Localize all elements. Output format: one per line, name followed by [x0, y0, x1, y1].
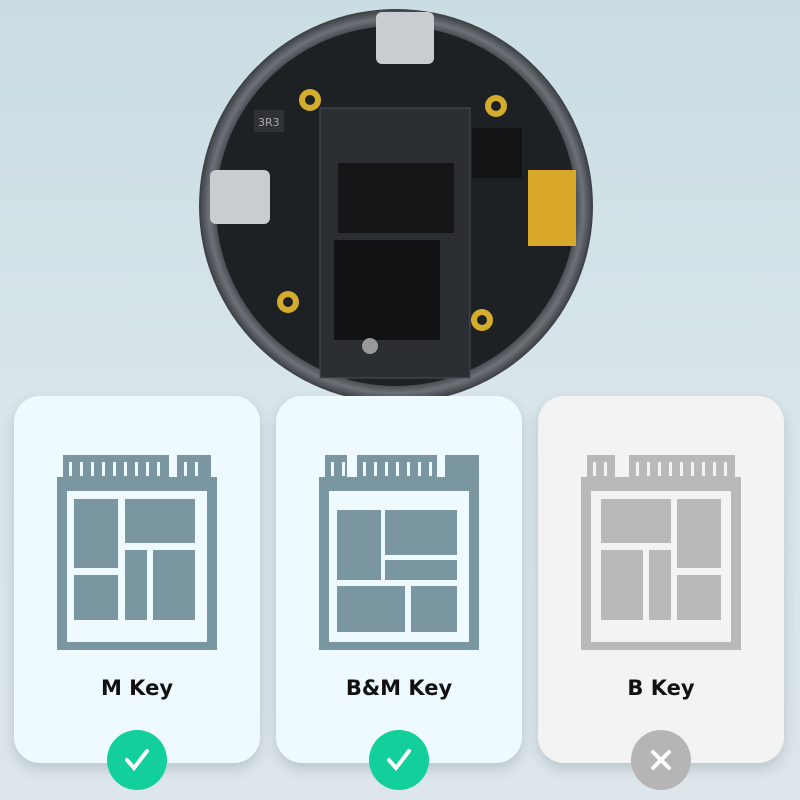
card-label: B Key — [627, 676, 695, 700]
bm-key-ssd-icon — [319, 455, 479, 650]
card-label: B&M Key — [345, 676, 453, 700]
check-icon — [107, 730, 167, 790]
card-b-key: B Key — [538, 396, 784, 790]
b-key-ssd-icon — [581, 455, 741, 650]
m-key-ssd-icon — [57, 455, 217, 650]
card-bm-key: B&M Key — [276, 396, 522, 790]
card-m-key: M Key — [14, 396, 260, 790]
ssd-enclosure-image: 3R3 — [199, 9, 593, 403]
check-icon — [369, 730, 429, 790]
chip-marking: 3R3 — [258, 116, 280, 129]
card-label: M Key — [100, 676, 174, 700]
x-icon — [631, 730, 691, 790]
